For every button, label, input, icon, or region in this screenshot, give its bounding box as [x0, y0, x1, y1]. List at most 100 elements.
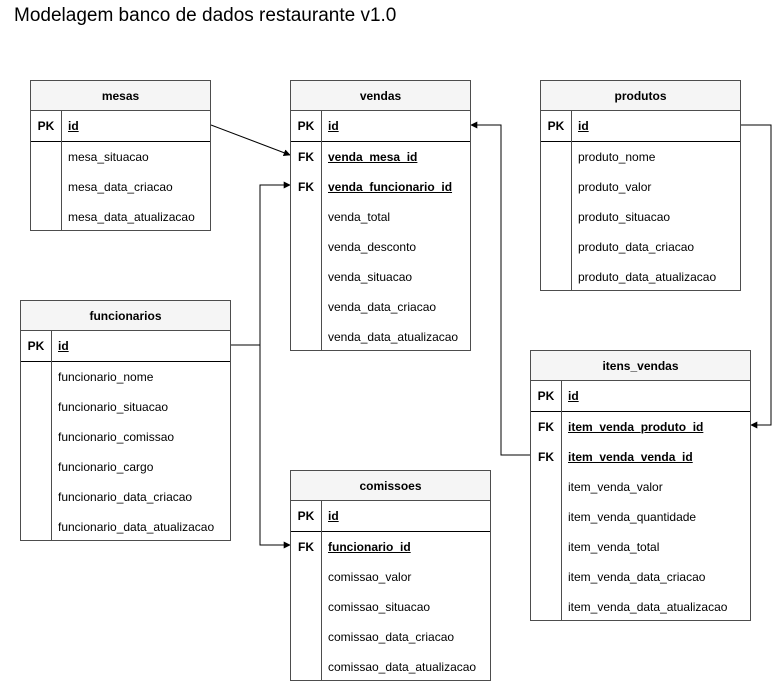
key-column-divider [321, 501, 322, 680]
field-name: funcionario_nome [58, 370, 154, 384]
field-key: FK [298, 150, 314, 164]
field-row[interactable]: funcionario_situacao [21, 392, 230, 422]
field-name: mesa_situacao [68, 150, 149, 164]
field-row[interactable]: comissao_situacao [291, 592, 490, 622]
field-row[interactable]: comissao_data_criacao [291, 622, 490, 652]
field-key: FK [538, 420, 554, 434]
field-name: funcionario_data_atualizacao [58, 520, 215, 534]
field-row[interactable]: comissao_valor [291, 562, 490, 592]
field-name: venda_situacao [328, 270, 413, 284]
field-name: produto_valor [578, 180, 652, 194]
field-key: FK [538, 450, 554, 464]
field-name: funcionario_comissao [58, 430, 175, 444]
field-name: funcionario_situacao [58, 400, 169, 414]
field-row[interactable]: item_venda_data_atualizacao [531, 592, 750, 622]
field-key: PK [37, 119, 55, 133]
field-name: comissao_data_criacao [328, 630, 455, 644]
field-name: venda_data_criacao [328, 300, 437, 314]
table-header: produtos [541, 81, 740, 111]
field-name: item_venda_quantidade [568, 510, 697, 524]
key-column-divider [561, 381, 562, 620]
field-row[interactable]: funcionario_cargo [21, 452, 230, 482]
field-name: id [68, 119, 79, 133]
field-row[interactable]: mesa_data_atualizacao [31, 202, 210, 232]
field-row[interactable]: produto_nome [541, 142, 740, 172]
field-row[interactable]: item_venda_data_criacao [531, 562, 750, 592]
field-row[interactable]: PK id [31, 111, 210, 141]
field-row[interactable]: item_venda_valor [531, 472, 750, 502]
field-row[interactable]: funcionario_comissao [21, 422, 230, 452]
key-column-divider [321, 111, 322, 350]
field-name: produto_data_criacao [578, 240, 695, 254]
field-row[interactable]: comissao_data_atualizacao [291, 652, 490, 682]
field-row[interactable]: venda_data_atualizacao [291, 322, 470, 352]
field-row[interactable]: funcionario_data_criacao [21, 482, 230, 512]
field-name: id [328, 509, 339, 523]
field-row[interactable]: produto_valor [541, 172, 740, 202]
relationship-line-4 [741, 124, 772, 429]
relationship-line-5 [470, 121, 530, 456]
field-row[interactable]: mesa_situacao [31, 142, 210, 172]
field-name: item_venda_data_atualizacao [568, 600, 728, 614]
field-key: FK [298, 540, 314, 554]
field-row[interactable]: item_venda_total [531, 532, 750, 562]
field-row[interactable]: PK id [541, 111, 740, 141]
field-name: produto_situacao [578, 210, 671, 224]
field-row[interactable]: FK venda_mesa_id [291, 142, 470, 172]
field-row[interactable]: mesa_data_criacao [31, 172, 210, 202]
field-key: PK [537, 389, 555, 403]
field-name: mesa_data_criacao [68, 180, 173, 194]
field-name: funcionario_data_criacao [58, 490, 193, 504]
field-name: funcionario_cargo [58, 460, 154, 474]
field-name: id [328, 119, 339, 133]
field-row[interactable]: venda_data_criacao [291, 292, 470, 322]
field-row[interactable]: produto_data_criacao [541, 232, 740, 262]
table-header: funcionarios [21, 301, 230, 331]
field-name: item_venda_total [568, 540, 660, 554]
key-separator [291, 141, 470, 142]
table-header: itens_vendas [531, 351, 750, 381]
field-key: PK [547, 119, 565, 133]
key-column-divider [51, 331, 52, 540]
field-row[interactable]: FK item_venda_produto_id [531, 412, 750, 442]
field-name: mesa_data_atualizacao [68, 210, 195, 224]
field-name: venda_mesa_id [328, 150, 418, 164]
field-row[interactable]: funcionario_data_atualizacao [21, 512, 230, 542]
field-name: item_venda_produto_id [568, 420, 704, 434]
field-name: venda_data_atualizacao [328, 330, 459, 344]
field-name: id [578, 119, 589, 133]
table-header: vendas [291, 81, 470, 111]
field-key: PK [27, 339, 45, 353]
field-name: venda_desconto [328, 240, 417, 254]
field-name: venda_total [328, 210, 391, 224]
field-row[interactable]: produto_data_atualizacao [541, 262, 740, 292]
field-row[interactable]: venda_desconto [291, 232, 470, 262]
field-row[interactable]: venda_situacao [291, 262, 470, 292]
field-row[interactable]: venda_total [291, 202, 470, 232]
relationship-line-3 [231, 344, 291, 549]
field-name: item_venda_valor [568, 480, 663, 494]
field-row[interactable]: item_venda_quantidade [531, 502, 750, 532]
field-row[interactable]: produto_situacao [541, 202, 740, 232]
field-name: venda_funcionario_id [328, 180, 453, 194]
field-row[interactable]: funcionario_nome [21, 362, 230, 392]
key-column-divider [61, 111, 62, 230]
table-header: mesas [31, 81, 210, 111]
diagram-title: Modelagem banco de dados restaurante v1.… [14, 5, 397, 26]
field-name: comissao_situacao [328, 600, 431, 614]
field-name: comissao_valor [328, 570, 412, 584]
table-header: comissoes [291, 471, 490, 501]
